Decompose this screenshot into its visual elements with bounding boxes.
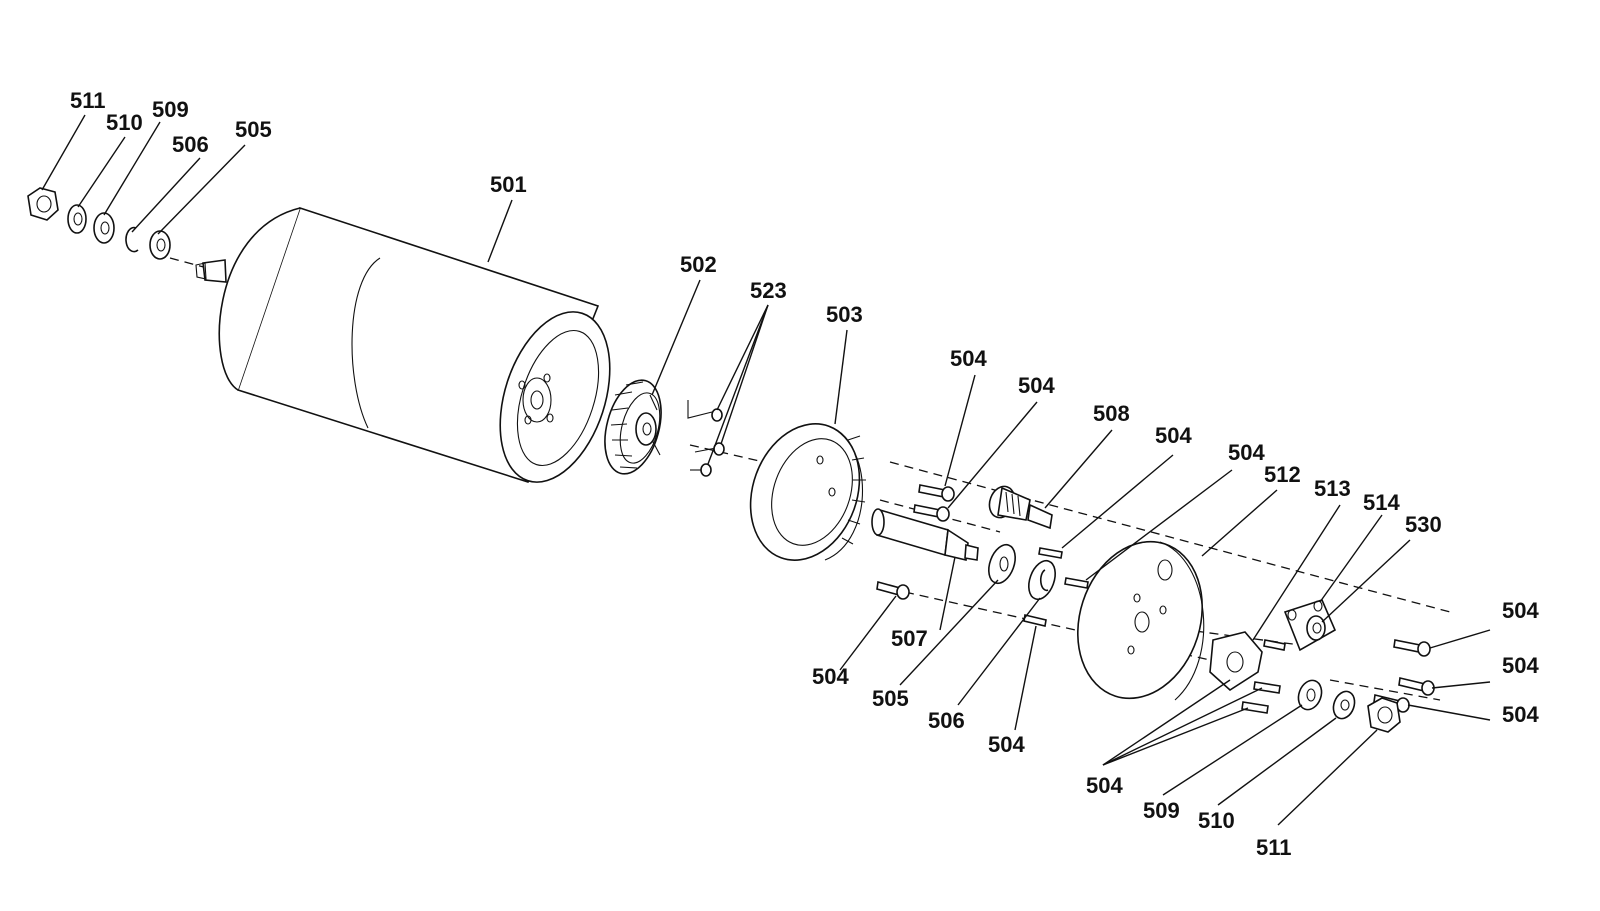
screw-504-a xyxy=(918,484,955,502)
screw-504-c xyxy=(1038,547,1063,559)
motor-501 xyxy=(195,206,611,483)
plate-512 xyxy=(1077,540,1205,701)
label-508: 508 xyxy=(1093,401,1130,426)
label-506-left: 506 xyxy=(172,132,209,157)
label-505-left: 505 xyxy=(235,117,272,142)
label-504-h: 504 xyxy=(812,664,849,689)
label-504-i: 504 xyxy=(988,732,1025,757)
label-509-left: 509 xyxy=(152,97,189,122)
leader-lines xyxy=(41,114,1491,826)
washer-505-left xyxy=(149,230,171,260)
label-504-g: 504 xyxy=(1502,702,1539,727)
nut-511-right xyxy=(1367,697,1401,733)
washer-509-left xyxy=(93,212,115,244)
ring-gear-503 xyxy=(749,423,866,561)
clip-506-left xyxy=(125,226,139,253)
coupler-513 xyxy=(1209,631,1263,692)
label-511-left: 511 xyxy=(70,88,106,113)
label-504-d: 504 xyxy=(1228,440,1265,465)
gear-502 xyxy=(604,379,662,475)
label-504-a: 504 xyxy=(950,346,987,371)
label-510-right: 510 xyxy=(1198,808,1235,833)
label-509-right: 509 xyxy=(1143,798,1180,823)
screw-504-j xyxy=(1241,639,1286,714)
label-504-c: 504 xyxy=(1155,423,1192,448)
label-510-left: 510 xyxy=(106,110,143,135)
label-502: 502 xyxy=(680,252,717,277)
label-501: 501 xyxy=(490,172,527,197)
washer-505-center xyxy=(988,543,1016,585)
label-506-center: 506 xyxy=(928,708,965,733)
label-530: 530 xyxy=(1405,512,1442,537)
washer-509-right xyxy=(1297,679,1323,711)
label-504-f: 504 xyxy=(1502,653,1539,678)
bushing-530 xyxy=(1306,615,1326,641)
label-504-e: 504 xyxy=(1502,598,1539,623)
label-503: 503 xyxy=(826,302,863,327)
clip-506-center xyxy=(1028,559,1056,601)
label-514: 514 xyxy=(1363,490,1400,515)
label-513: 513 xyxy=(1314,476,1351,501)
screw-504-d xyxy=(1064,577,1089,589)
pins-523 xyxy=(687,400,725,477)
screw-504-g xyxy=(1393,639,1431,657)
label-507: 507 xyxy=(891,626,928,651)
label-504-j: 504 xyxy=(1086,773,1123,798)
part-labels: 511 510 509 506 505 501 502 523 503 504 … xyxy=(70,88,1539,860)
label-523: 523 xyxy=(750,278,787,303)
washer-510-left xyxy=(67,204,87,234)
shaft-507 xyxy=(871,508,979,561)
screw-504-e xyxy=(876,580,910,600)
label-512: 512 xyxy=(1264,462,1301,487)
shaft-508 xyxy=(988,485,1053,530)
nut-511-left xyxy=(27,187,59,221)
screw-504-f xyxy=(1023,614,1047,627)
label-505-center: 505 xyxy=(872,686,909,711)
screw-504-b xyxy=(913,504,950,522)
label-504-b: 504 xyxy=(1018,373,1055,398)
label-511-right: 511 xyxy=(1256,835,1292,860)
screw-504-h xyxy=(1398,677,1435,696)
washer-510-right xyxy=(1332,690,1356,720)
